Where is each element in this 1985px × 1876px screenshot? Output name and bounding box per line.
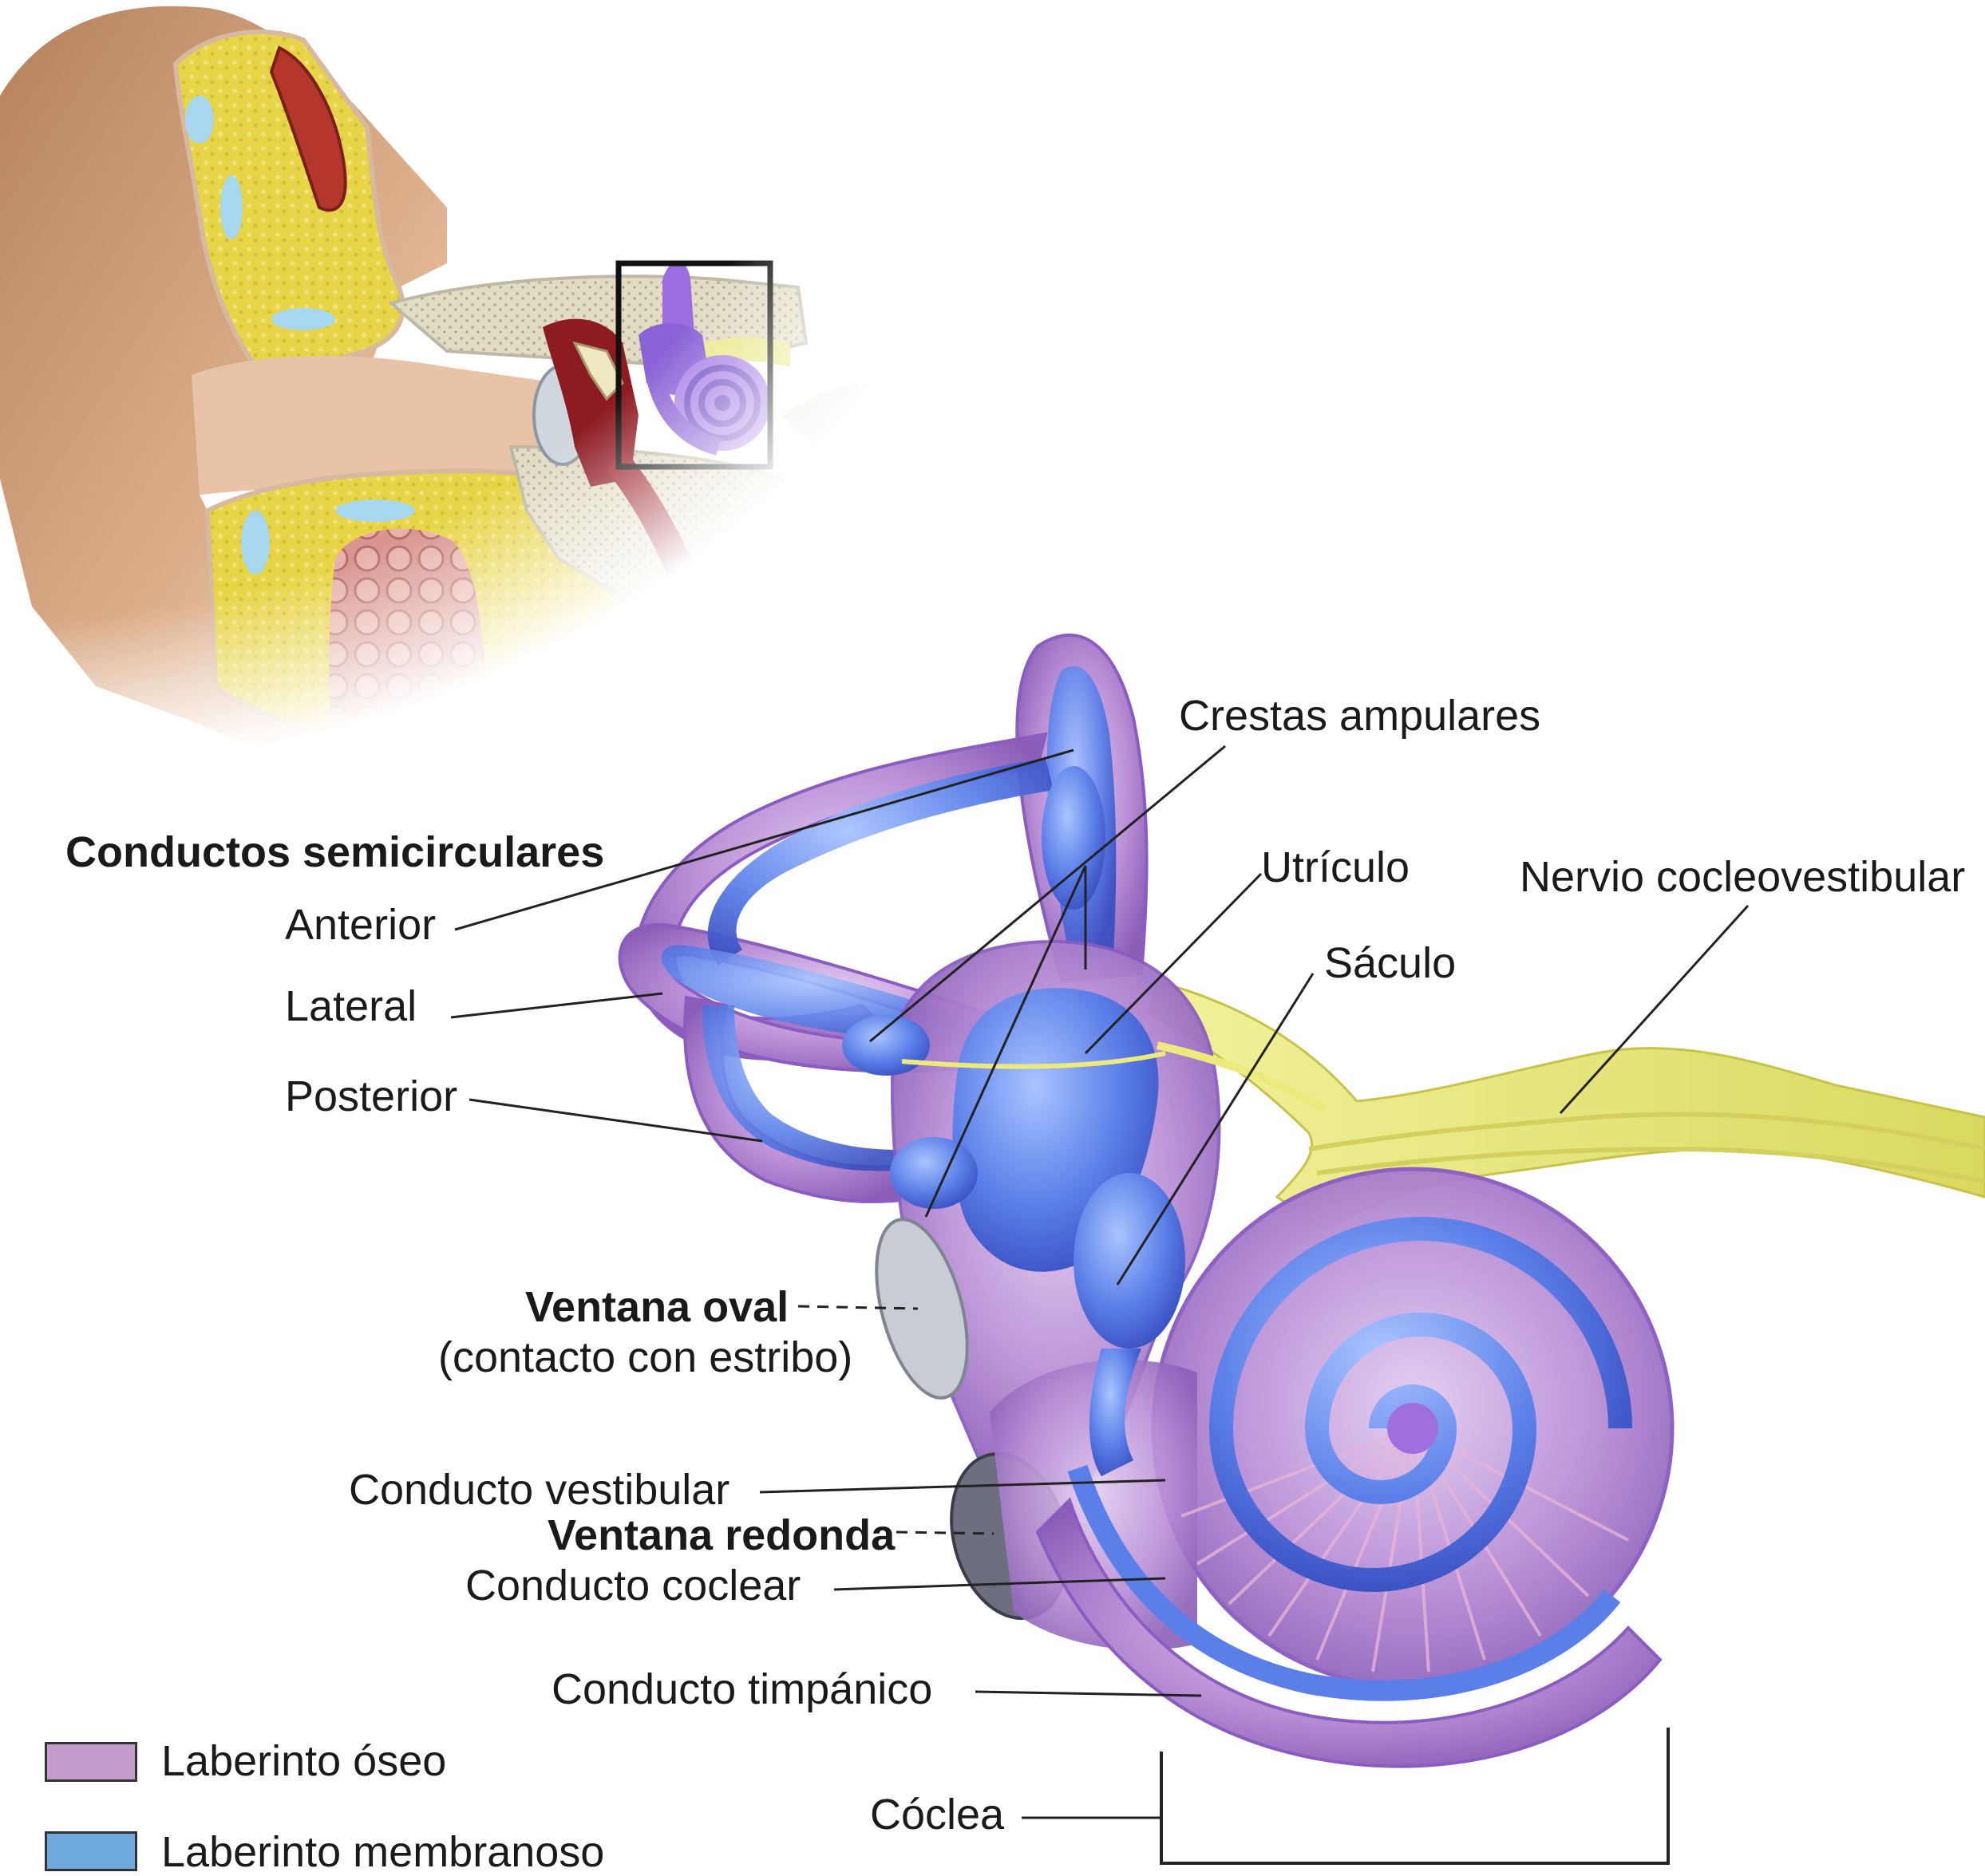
ampulla-posterior bbox=[890, 1137, 978, 1209]
leader-cochlear-duct bbox=[833, 1577, 1166, 1591]
basal-turn-bony bbox=[1035, 1497, 1663, 1768]
leader-utricle bbox=[1084, 872, 1263, 1055]
label-utricle: Utrículo bbox=[1261, 843, 1410, 891]
anterior-arc-membranous bbox=[707, 758, 1054, 966]
posterior-canal-membranous bbox=[702, 1005, 918, 1171]
cochlear-duct-spiral bbox=[1208, 1217, 1632, 1592]
label-oval-window-note: (contacto con estribo) bbox=[438, 1333, 853, 1381]
ampulla-lateral bbox=[842, 1015, 930, 1076]
legend-swatch-membranous bbox=[45, 1831, 137, 1871]
leader-tympanic-duct bbox=[975, 1690, 1202, 1697]
label-semicircular-heading: Conductos semicirculares bbox=[65, 828, 605, 876]
cochlear-duct-basal bbox=[1067, 1464, 1621, 1701]
leader-saccule bbox=[1116, 973, 1315, 1286]
leader-nerve bbox=[1559, 904, 1750, 1115]
legend-label-membranous: Laberinto membranoso bbox=[161, 1828, 605, 1876]
leader-lines bbox=[450, 744, 1750, 1865]
leader-lateral bbox=[450, 992, 663, 1019]
ear-cross-section bbox=[0, 0, 1006, 774]
label-oval-window: Ventana oval bbox=[525, 1283, 789, 1331]
ampulla-anterior bbox=[1042, 766, 1105, 910]
legend-swatch-bony bbox=[45, 1742, 137, 1782]
label-round-window: Ventana redonda bbox=[548, 1511, 896, 1559]
leader-oval-window bbox=[797, 1305, 919, 1310]
label-saccule: Sáculo bbox=[1324, 939, 1457, 987]
label-lateral: Lateral bbox=[285, 982, 417, 1030]
leader-vestibular-duct bbox=[759, 1479, 1166, 1494]
label-cristae: Crestas ampulares bbox=[1179, 692, 1541, 740]
leader-cristae-1 bbox=[869, 744, 1226, 1043]
label-cochlea: Cóclea bbox=[870, 1791, 1005, 1838]
label-anterior: Anterior bbox=[285, 901, 437, 949]
inner-ear-detail bbox=[618, 634, 1985, 1768]
label-nerve: Nervio cocleovestibular bbox=[1520, 853, 1966, 901]
label-posterior: Posterior bbox=[285, 1072, 458, 1120]
legend-label-bony: Laberinto óseo bbox=[161, 1737, 447, 1785]
leader-cristae-2 bbox=[924, 865, 1087, 1218]
oval-window-shape bbox=[875, 1218, 969, 1400]
leader-anterior bbox=[454, 748, 1074, 931]
saccule-shape bbox=[1074, 1173, 1185, 1349]
label-cochlear-duct: Conducto coclear bbox=[465, 1562, 801, 1609]
label-vestibular-duct: Conducto vestibular bbox=[349, 1466, 730, 1514]
leader-posterior bbox=[469, 1098, 763, 1143]
cochlea-bracket bbox=[1160, 1728, 1670, 1865]
label-tympanic-duct: Conducto timpánico bbox=[552, 1665, 933, 1713]
leader-round-window bbox=[896, 1530, 994, 1535]
modiolus bbox=[1387, 1403, 1438, 1454]
